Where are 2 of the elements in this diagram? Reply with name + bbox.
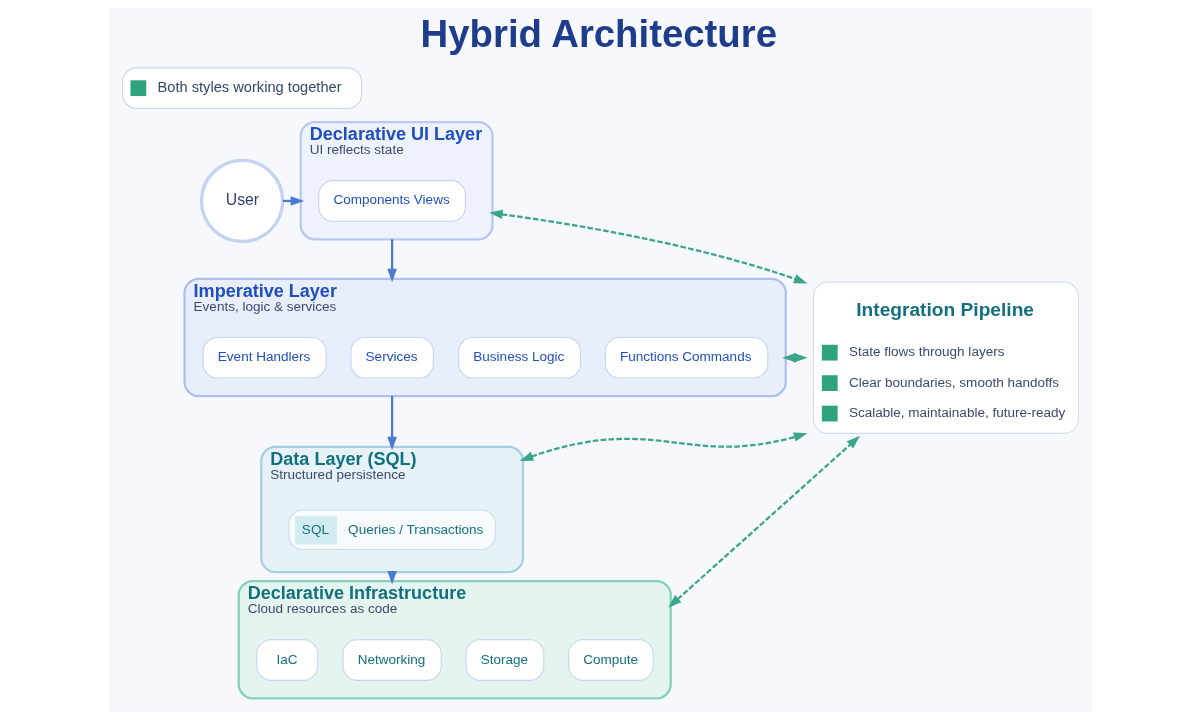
label: Both styles working together [157,79,342,95]
diagram-title: Hybrid Architecture [420,11,777,55]
